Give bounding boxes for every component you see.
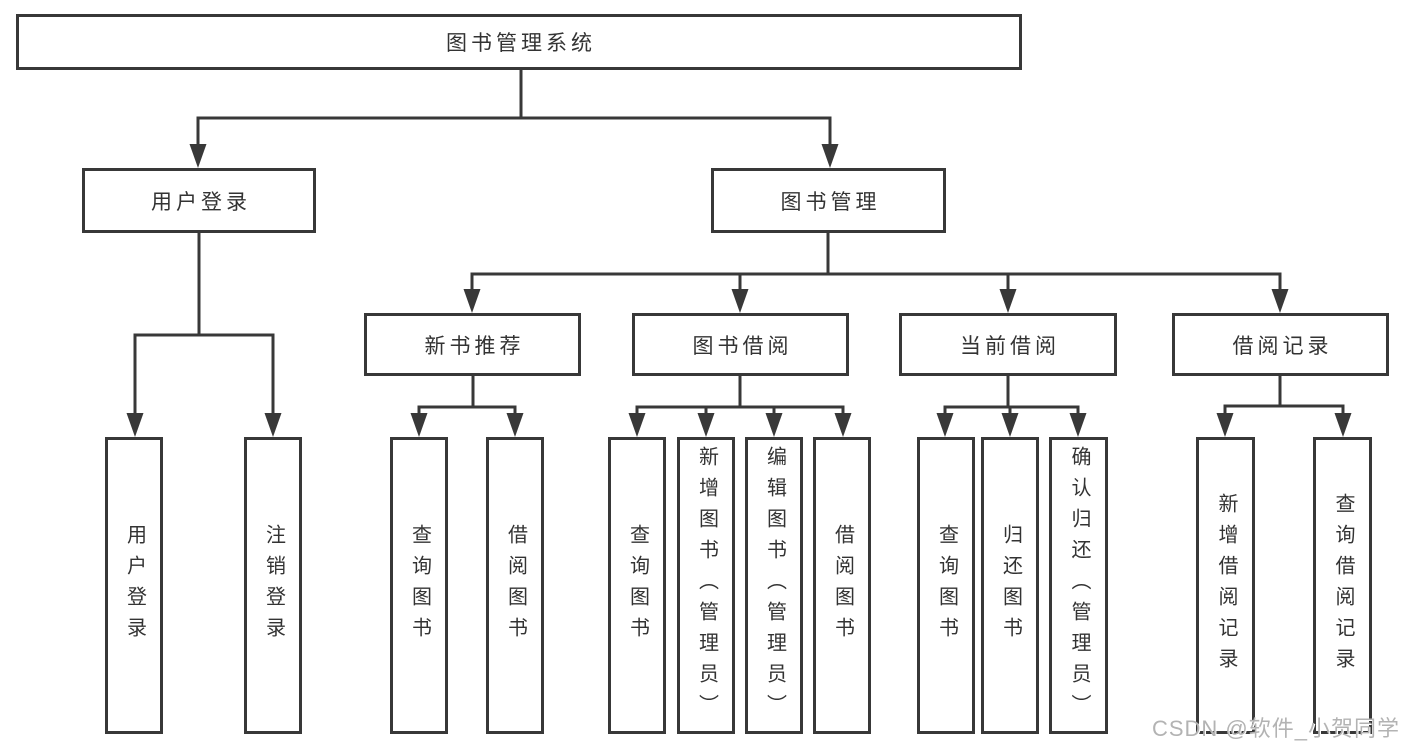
node-new-book-recommend: 新书推荐: [364, 313, 581, 376]
leaf-confirm-return-admin-label: 确认归还（管理员）: [1068, 446, 1090, 725]
leaf-query-borrow-record-label: 查询借阅记录: [1332, 492, 1354, 679]
leaf-add-borrow-record-label: 新增借阅记录: [1215, 492, 1237, 679]
leaf-borrow-books-borrow: 借阅图书: [813, 437, 871, 734]
arrowheads: [126, 144, 1352, 437]
leaf-user-login-label: 用户登录: [123, 523, 146, 648]
leaf-return-books: 归还图书: [981, 437, 1039, 734]
leaf-query-books-newbooks-label: 查询图书: [408, 523, 431, 648]
connector-newbooks-to-leaves: [417, 374, 517, 422]
node-current-borrow: 当前借阅: [899, 313, 1117, 376]
leaf-add-borrow-record: 新增借阅记录: [1196, 437, 1255, 734]
connector-userlogin-to-leaves: [133, 231, 275, 422]
leaf-logout: 注销登录: [244, 437, 302, 734]
leaf-edit-book-admin-label: 编辑图书（管理员）: [763, 446, 786, 725]
leaf-query-borrow-record: 查询借阅记录: [1313, 437, 1372, 734]
leaf-query-books-borrow-label: 查询图书: [626, 523, 649, 648]
node-book-borrow-label: 图书借阅: [692, 334, 793, 358]
leaf-edit-book-admin: 编辑图书（管理员）: [745, 437, 803, 734]
node-user-login: 用户登录: [82, 168, 316, 233]
leaf-logout-label: 注销登录: [262, 523, 285, 648]
node-book-borrow: 图书借阅: [632, 313, 849, 376]
node-current-borrow-label: 当前借阅: [960, 334, 1060, 358]
leaf-query-books-borrow: 查询图书: [608, 437, 666, 734]
connector-bookmgmt-to-level3: [470, 231, 1282, 298]
leaf-confirm-return-admin: 确认归还（管理员）: [1049, 437, 1108, 734]
leaf-borrow-books-newbooks-label: 借阅图书: [504, 523, 527, 648]
node-user-login-label: 用户登录: [151, 190, 251, 214]
leaf-user-login: 用户登录: [105, 437, 163, 734]
node-book-management-label: 图书管理: [780, 190, 881, 214]
leaf-add-book-admin: 新增图书（管理员）: [677, 437, 735, 734]
node-root: 图书管理系统: [16, 14, 1022, 70]
leaf-borrow-books-borrow-label: 借阅图书: [831, 523, 854, 648]
connector-bookborrow-to-leaves: [635, 374, 845, 422]
leaf-add-book-admin-label: 新增图书（管理员）: [695, 446, 718, 725]
node-borrow-records-label: 借阅记录: [1232, 334, 1333, 358]
leaf-borrow-books-newbooks: 借阅图书: [486, 437, 544, 734]
node-root-label: 图书管理系统: [446, 32, 596, 55]
watermark: CSDN @软件_小贺同学: [1151, 716, 1400, 741]
leaf-query-books-newbooks: 查询图书: [390, 437, 448, 734]
leaf-query-books-current-label: 查询图书: [935, 523, 958, 648]
connector-root-to-level2: [196, 68, 832, 152]
node-new-book-recommend-label: 新书推荐: [424, 334, 525, 358]
leaf-return-books-label: 归还图书: [999, 523, 1022, 648]
leaf-query-books-current: 查询图书: [917, 437, 975, 734]
connector-borrowrecords-to-leaves: [1223, 374, 1345, 422]
node-borrow-records: 借阅记录: [1172, 313, 1389, 376]
node-book-management: 图书管理: [711, 168, 946, 233]
